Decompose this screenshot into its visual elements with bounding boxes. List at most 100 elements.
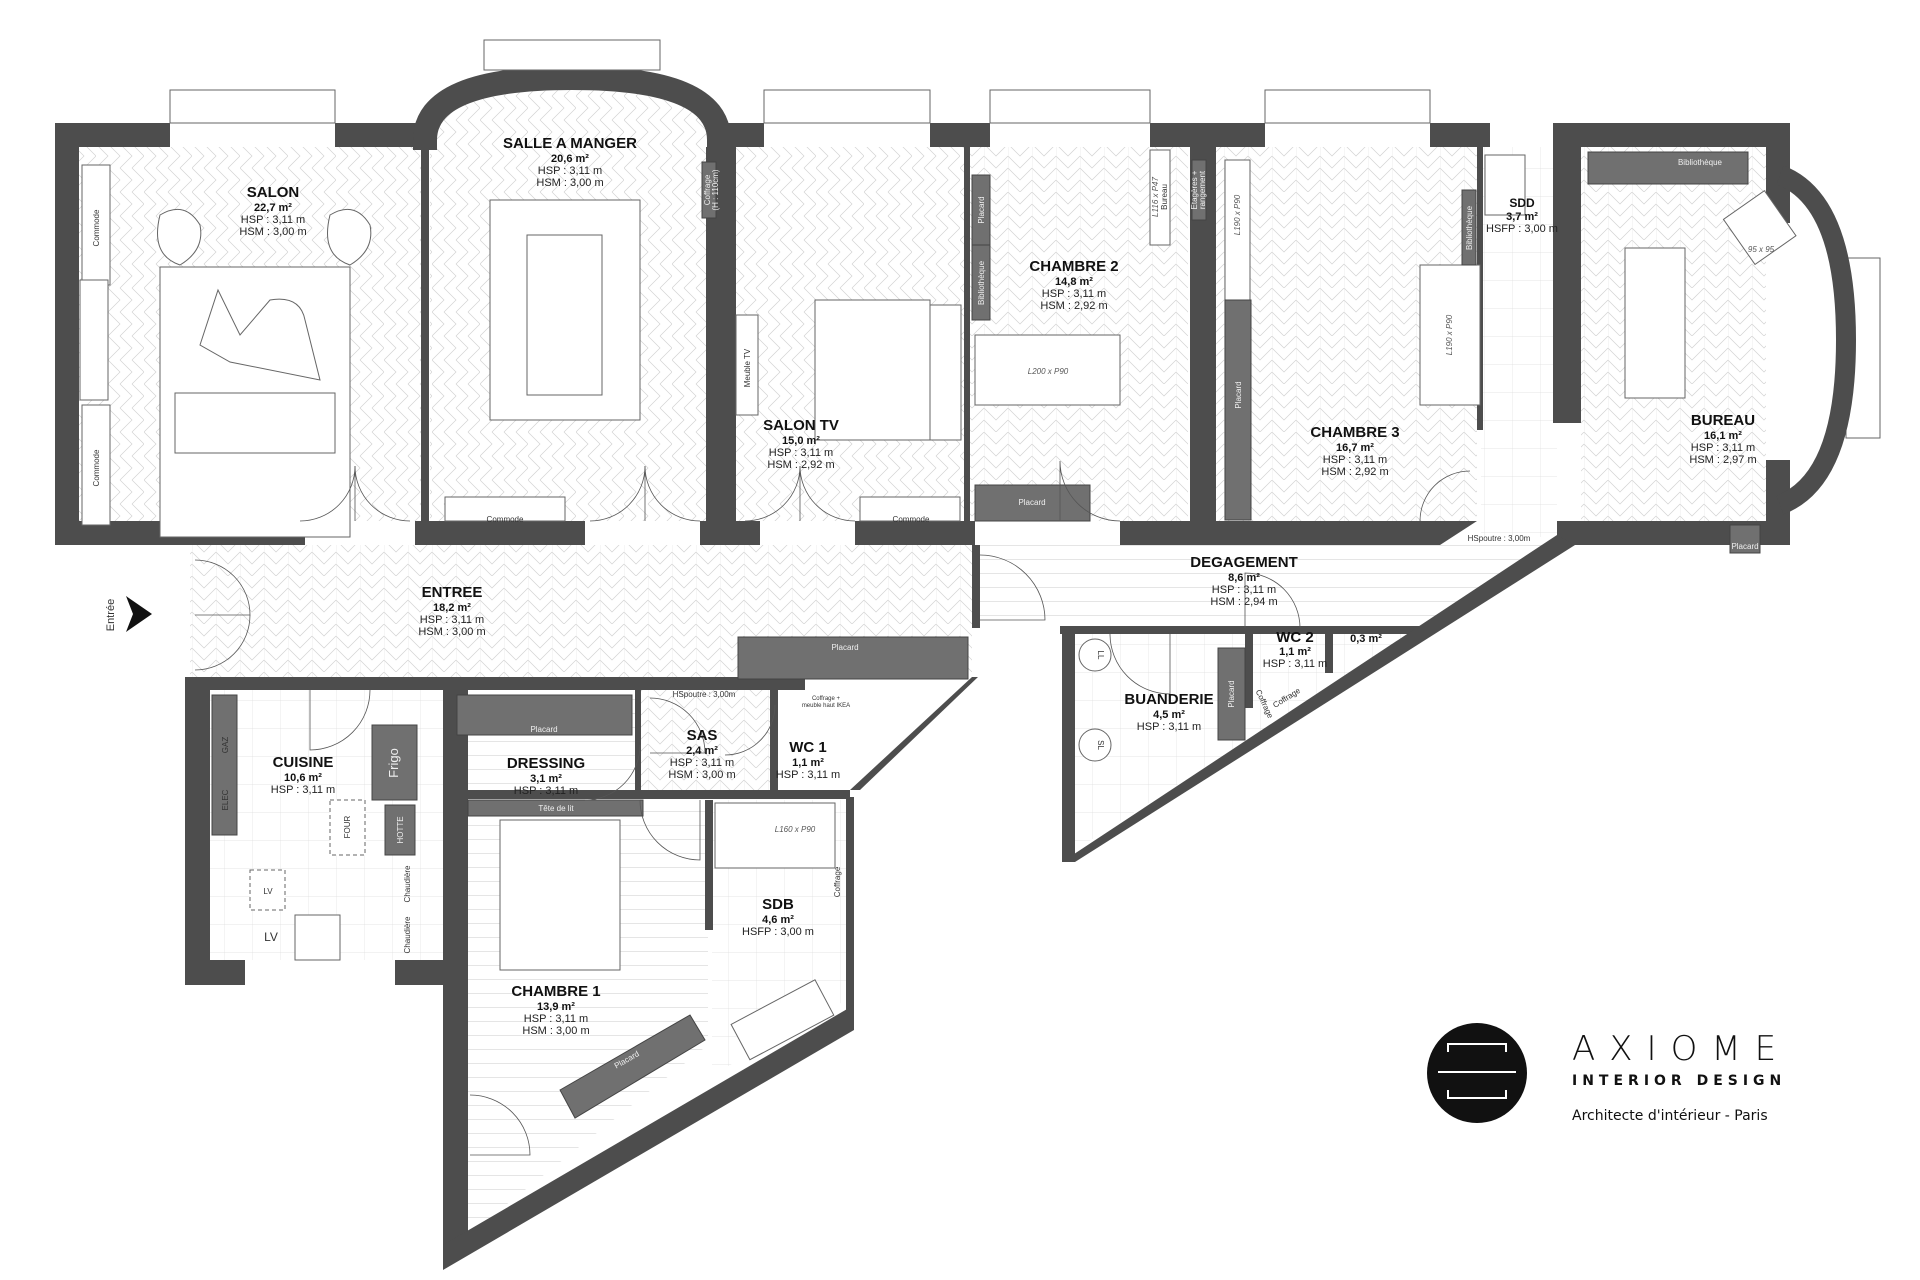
commode — [444, 496, 566, 522]
armchair — [327, 208, 372, 266]
bureau-label: Bureau — [1160, 184, 1169, 210]
floor-degagement — [972, 545, 1557, 628]
placard — [1729, 524, 1761, 554]
placard-label: Placard — [977, 196, 986, 223]
bed — [974, 334, 1121, 406]
four-label: FOUR — [343, 815, 352, 838]
bed — [499, 819, 621, 971]
brand-name: AXIOME — [1572, 1029, 1790, 1069]
bibliotheque-label: Bibliothèque — [1678, 158, 1723, 167]
sink — [294, 914, 341, 961]
coffrage-ikea-label: Coffrage +meuble haut IKEA — [802, 696, 850, 709]
lv — [249, 869, 286, 911]
etageres — [1191, 159, 1207, 221]
placard-label: Placard — [1018, 498, 1045, 507]
placard — [1217, 647, 1246, 741]
axiome-circle-logo — [1427, 1023, 1527, 1123]
commode — [81, 164, 111, 286]
fixture-labels: Commode Commode Commode Commode Coffrage… — [92, 158, 1775, 1071]
bibliotheque — [1587, 151, 1749, 185]
placard-label: Placard — [1227, 680, 1236, 707]
bibliotheque-label: Bibliothèque — [977, 260, 986, 305]
hspoutre-label: HSpoutre : 3,00m — [1468, 534, 1531, 543]
bed — [1419, 264, 1481, 406]
lv-label: LV — [264, 930, 278, 944]
doors — [194, 460, 1471, 1156]
frigo-label: Frigo — [386, 748, 401, 778]
placard-label: Placard — [530, 725, 557, 734]
desk — [1224, 159, 1251, 301]
placard-label: Placard — [1234, 381, 1243, 408]
entrance-marker: Entrée — [105, 596, 152, 632]
commode-label: Commode — [893, 515, 930, 524]
frigo — [371, 724, 418, 801]
hotte — [384, 804, 416, 856]
brand-tagline: INTERIOR DESIGN — [1572, 1073, 1786, 1089]
desk-size-label: L116 x P47 — [1151, 177, 1160, 217]
bibliotheque-label: Bibliothèque — [1465, 205, 1474, 250]
dining-table — [526, 234, 603, 396]
ll-label: LL — [1096, 651, 1105, 660]
commode-label: Commode — [92, 449, 101, 486]
armchair-size-label: 95 x 95 — [1748, 245, 1775, 254]
bibliotheque — [971, 244, 991, 321]
windows — [169, 39, 1881, 439]
coffrage — [701, 161, 717, 219]
coffrage-label: Coffrage — [833, 866, 842, 897]
etageres-label: Etagères +rangement — [1190, 170, 1207, 209]
four — [329, 799, 366, 856]
sl-label: SL — [1096, 740, 1105, 750]
bureau-desk — [1624, 247, 1686, 399]
commode-label: Commode — [92, 209, 101, 246]
chaudiere-label: Chaudière — [403, 865, 412, 902]
arrow-right-icon — [126, 596, 152, 632]
washing-machine — [1078, 638, 1112, 672]
placard — [1224, 299, 1252, 521]
meuble-tv — [735, 314, 759, 416]
placard — [974, 484, 1091, 522]
placard-label: Placard — [831, 643, 858, 652]
brand-subtitle: Architecte d'intérieur - Paris — [1572, 1108, 1768, 1124]
double-vanity — [730, 979, 835, 1061]
dryer — [1078, 728, 1112, 762]
hotte-label: HOTTE — [396, 816, 405, 843]
placard — [737, 636, 969, 680]
placard — [456, 694, 633, 736]
bed-size-label: L190 x P90 — [1445, 314, 1454, 355]
bathtub-size-label: L160 x P90 — [775, 825, 816, 834]
armchair — [157, 208, 202, 266]
lv-label: LV — [263, 887, 273, 896]
room-label-small-space: 0,3 m² — [1350, 633, 1382, 645]
elec-label: ELEC — [221, 789, 230, 810]
placard — [559, 1014, 706, 1119]
sofa-side — [79, 279, 109, 401]
hspoutre-label: HSpoutre : 3,00m — [673, 690, 736, 699]
rug — [814, 299, 931, 441]
shower — [1484, 154, 1526, 216]
desk — [1149, 149, 1171, 246]
chaudiere-label: Chaudière — [403, 916, 412, 953]
placard-label: Placard — [1731, 542, 1758, 551]
tete-de-lit-label: Tête de lit — [538, 804, 574, 813]
gaz-label: GAZ — [221, 737, 230, 754]
coffee-table — [199, 288, 321, 381]
commode-label: Commode — [487, 515, 524, 524]
meuble-tv-label: Meuble TV — [743, 348, 752, 387]
